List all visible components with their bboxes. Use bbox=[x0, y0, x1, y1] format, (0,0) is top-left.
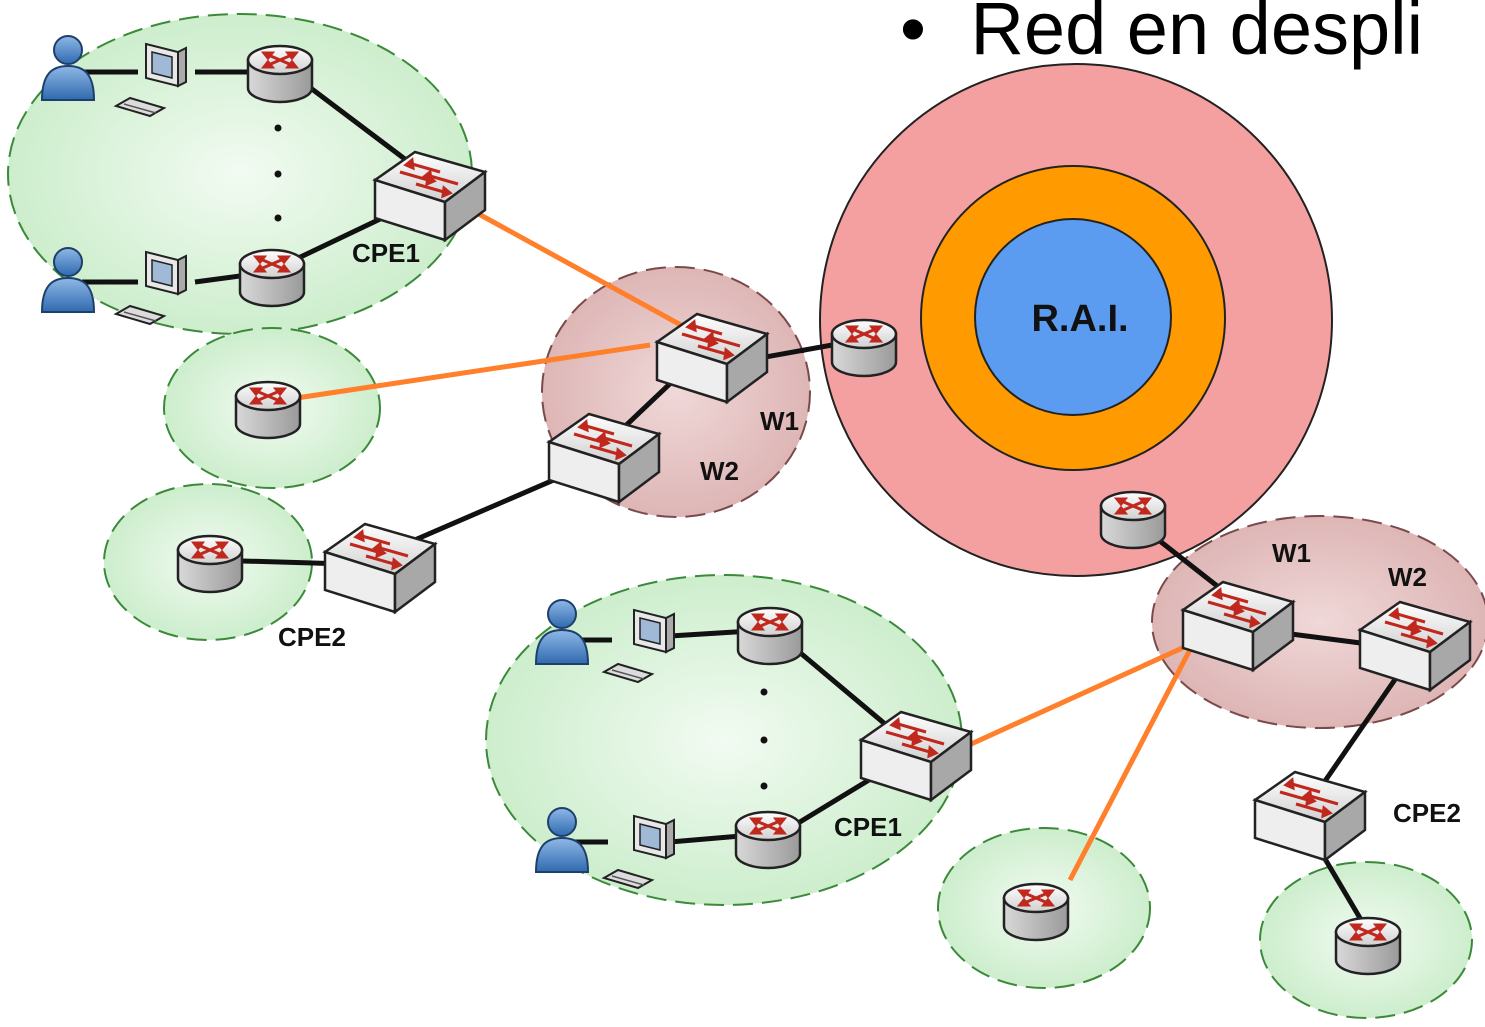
router-icon bbox=[246, 44, 314, 104]
label-left-cpe2: CPE2 bbox=[278, 622, 346, 652]
label-bottom-cpe1: CPE1 bbox=[834, 812, 902, 842]
label-right-w2: W2 bbox=[1388, 562, 1427, 592]
title-text: Red en despli bbox=[970, 0, 1424, 70]
label-left-w2: W2 bbox=[700, 456, 739, 486]
label-right-cpe2: CPE2 bbox=[1393, 798, 1461, 828]
switch-icon bbox=[1253, 770, 1367, 862]
rai-inner-circle bbox=[974, 218, 1172, 416]
ellipsis-dots bbox=[760, 688, 768, 790]
label-left-cpe1: CPE1 bbox=[352, 238, 420, 268]
title-bullet: • bbox=[900, 0, 926, 70]
router-icon bbox=[830, 318, 898, 378]
router-icon bbox=[1099, 490, 1167, 550]
router-icon bbox=[736, 606, 804, 666]
router-icon bbox=[1002, 882, 1070, 942]
router-icon bbox=[238, 248, 306, 308]
router-icon bbox=[176, 534, 244, 594]
router-icon bbox=[1334, 916, 1402, 976]
router-icon bbox=[734, 810, 802, 870]
slide-title: • Red en despli bbox=[900, 0, 1423, 71]
ellipsis-dots bbox=[274, 124, 282, 222]
router-icon bbox=[234, 380, 302, 440]
rai-label: R.A.I. bbox=[1031, 298, 1128, 340]
label-left-w1: W1 bbox=[760, 406, 799, 436]
label-right-w1: W1 bbox=[1272, 538, 1311, 568]
